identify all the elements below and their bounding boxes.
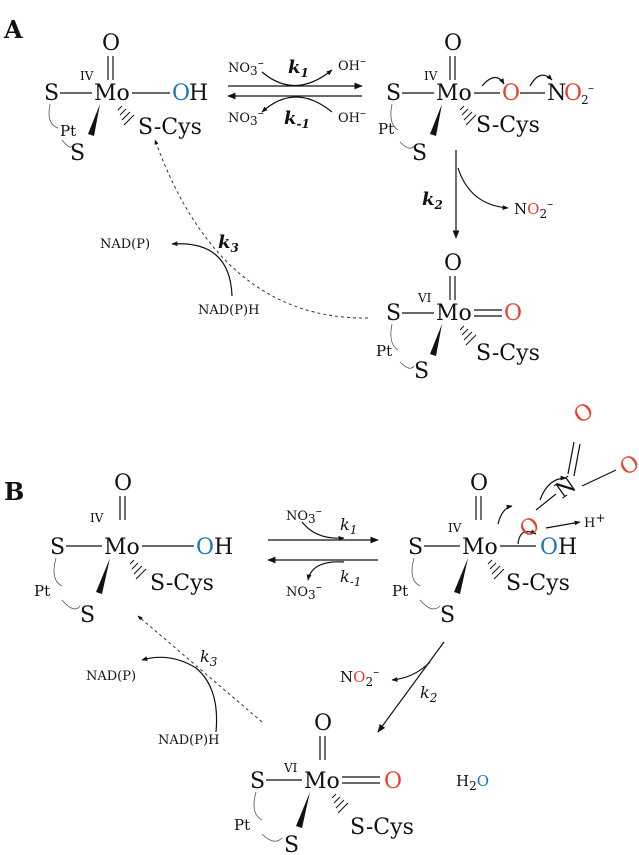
nadp-label: NAD(P) [100, 237, 150, 252]
pterin-label: Pt [234, 816, 250, 834]
oxo-o: O [114, 471, 132, 496]
pterin-label: Pt [378, 120, 394, 138]
rate-constant-k-1: k-1 [340, 567, 361, 589]
mo-atom: Mo [104, 535, 140, 560]
rate-constant-k3: k3 [200, 647, 218, 669]
mo-atom: Mo [436, 301, 472, 326]
mo-atom: Mo [304, 769, 340, 794]
nitrate-label: NO3– [228, 106, 264, 128]
nadp-label: NAD(P) [86, 669, 136, 684]
nitrate-n: N [551, 473, 581, 505]
pterin-label: Pt [60, 122, 76, 140]
svg-text:–: – [588, 81, 594, 95]
rate-constant-k2: k2 [420, 683, 437, 705]
oxo-o: O [444, 251, 462, 276]
cysteine-s: S-Cys [150, 571, 214, 596]
nitrate-label: NO3– [286, 580, 322, 602]
bridging-o: O [502, 81, 520, 106]
mo-atom: Mo [94, 81, 130, 106]
hydroxide-label: OH– [338, 54, 366, 74]
cysteine-s: S-Cys [476, 113, 540, 138]
oxo-o: O [314, 711, 332, 736]
oxidation-state: IV [448, 521, 462, 535]
regeneration-arrow [154, 139, 369, 319]
mo-atom: Mo [436, 81, 472, 106]
oxidation-state: IV [80, 69, 94, 83]
rate-constant-k2: k2 [422, 189, 443, 212]
panel-label-b: B [4, 477, 24, 506]
thiolate-s: S [440, 603, 455, 628]
terminal-oxo-o: O [384, 769, 402, 794]
thiolate-s: S [70, 141, 85, 166]
pterin-label: Pt [392, 582, 408, 600]
nitrite-label: NO2– [340, 665, 379, 689]
complex-mo-vi-dioxo-b: O VI Mo S O S Pt S-Cys [234, 711, 414, 855]
thiolate-s: S [386, 301, 401, 326]
hydroxyl-h: H [214, 535, 233, 560]
thiolate-s: S [80, 603, 95, 628]
hydroxide-label: OH– [338, 106, 366, 126]
oxidation-state: IV [90, 511, 104, 525]
rate-constant-k-1: k-1 [284, 108, 310, 131]
hydroxyl-h: H [558, 535, 577, 560]
cysteine-s: S-Cys [350, 815, 414, 840]
thiolate-s: S [250, 769, 265, 794]
cysteine-s: S-Cys [476, 341, 540, 366]
thiolate-s: S [414, 359, 429, 384]
nadph-label: NAD(P)H [198, 303, 259, 318]
nadph-label: NAD(P)H [158, 733, 219, 748]
complex-mo-iv-hydroxo-b: O IV Mo O H S S Pt S-Cys [34, 471, 233, 628]
proton-label: H+ [584, 511, 605, 531]
cysteine-s: S-Cys [506, 571, 570, 596]
nitrate-label: NO3– [228, 56, 264, 78]
thiolate-s: S [284, 833, 299, 855]
nitrate-o: O [569, 398, 598, 429]
nitrite-o: O [564, 81, 582, 106]
complex-mo-iv-hydroxo-a: O IV Mo O H S S Pt S-Cys [44, 31, 208, 166]
hydroxyl-h: H [189, 81, 208, 106]
rate-constant-k3: k3 [218, 232, 239, 255]
thiolate-s: S [412, 141, 427, 166]
nitrate-label: NO3– [286, 504, 322, 526]
pterin-label: Pt [34, 582, 50, 600]
thiolate-s: S [386, 81, 401, 106]
terminal-oxo-o: O [504, 301, 522, 326]
rate-constant-k1: k1 [340, 515, 357, 537]
cysteine-s: S-Cys [138, 115, 202, 140]
panel-label-a: A [3, 15, 23, 44]
thiolate-s: S [50, 535, 65, 560]
complex-mo-iv-nitrato-a: O IV Mo S O N O 2 – S Pt S-Cys [378, 31, 594, 166]
oxo-o: O [444, 31, 462, 56]
rate-constant-k1: k1 [288, 57, 309, 80]
nitrite-label: NO2– [514, 197, 553, 221]
pterin-label: Pt [376, 342, 392, 360]
regeneration-arrow [137, 615, 263, 723]
hydroxyl-o: O [196, 535, 214, 560]
thiolate-s: S [408, 535, 423, 560]
oxidation-state: VI [417, 291, 432, 305]
complex-mo-iv-nitrate-bound-b: O IV Mo S O H H+ O N O O S Pt S-Cys [392, 398, 639, 628]
nitrate-o: O [615, 450, 639, 481]
complex-mo-vi-dioxo-a: O VI Mo S O S Pt S-Cys [376, 251, 540, 384]
oxidation-state: VI [283, 761, 298, 775]
svg-text:2: 2 [581, 93, 589, 107]
thiolate-s: S [44, 81, 59, 106]
oxo-o: O [470, 471, 488, 496]
mo-atom: Mo [462, 535, 498, 560]
hydroxyl-o: O [540, 535, 558, 560]
oxidation-state: IV [424, 69, 438, 83]
nitrogen: N [547, 81, 566, 106]
water-label: H2O [456, 772, 489, 793]
hydroxyl-o: O [172, 81, 190, 106]
oxo-o: O [102, 31, 120, 56]
step-arrow [377, 641, 445, 733]
